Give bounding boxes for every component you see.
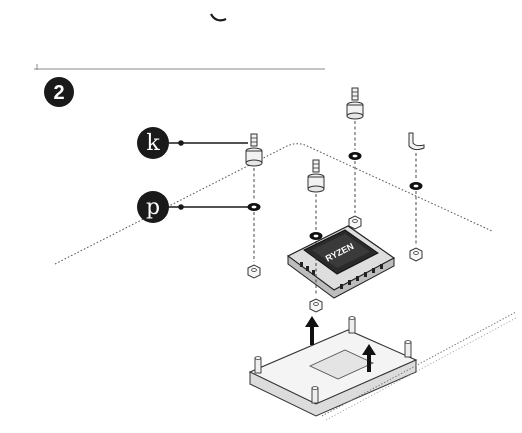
nut-icon xyxy=(309,298,323,313)
standoff-screw-icon xyxy=(346,87,364,120)
clip-icon xyxy=(408,132,425,151)
nut-icon xyxy=(348,215,362,230)
callout-k-letter: k xyxy=(146,131,160,156)
washer-icon xyxy=(309,232,323,240)
up-arrow-icon xyxy=(305,316,319,345)
standoff-column-left xyxy=(245,133,263,279)
callout-k: k xyxy=(137,127,248,159)
standoff-screw-icon xyxy=(307,159,325,193)
standoff-column-far-right xyxy=(408,132,425,262)
socket-pins xyxy=(300,262,383,289)
up-arrow-icon xyxy=(362,344,376,372)
motherboard-edge xyxy=(321,311,517,417)
step-badge: 2 xyxy=(44,77,74,107)
washer-icon xyxy=(409,182,423,190)
washer-icon xyxy=(348,152,362,160)
cpu-socket: RYZEN xyxy=(286,225,396,299)
step-number: 2 xyxy=(53,82,64,104)
cpu-chip: RYZEN xyxy=(303,229,379,275)
backplate-posts xyxy=(254,316,412,404)
callout-p: p xyxy=(137,191,248,223)
washer-icon xyxy=(247,203,261,211)
motherboard-outline xyxy=(54,143,493,265)
top-curve-mark xyxy=(210,13,227,22)
motherboard-edge-inner xyxy=(325,317,517,421)
standoff-column-middle xyxy=(307,159,325,240)
nut-icon xyxy=(247,264,261,279)
nut-icon xyxy=(409,247,423,262)
callout-p-letter: p xyxy=(146,195,160,220)
standoff-screw-icon xyxy=(245,133,263,167)
standoff-column-right xyxy=(346,87,364,230)
backplate xyxy=(248,316,418,417)
